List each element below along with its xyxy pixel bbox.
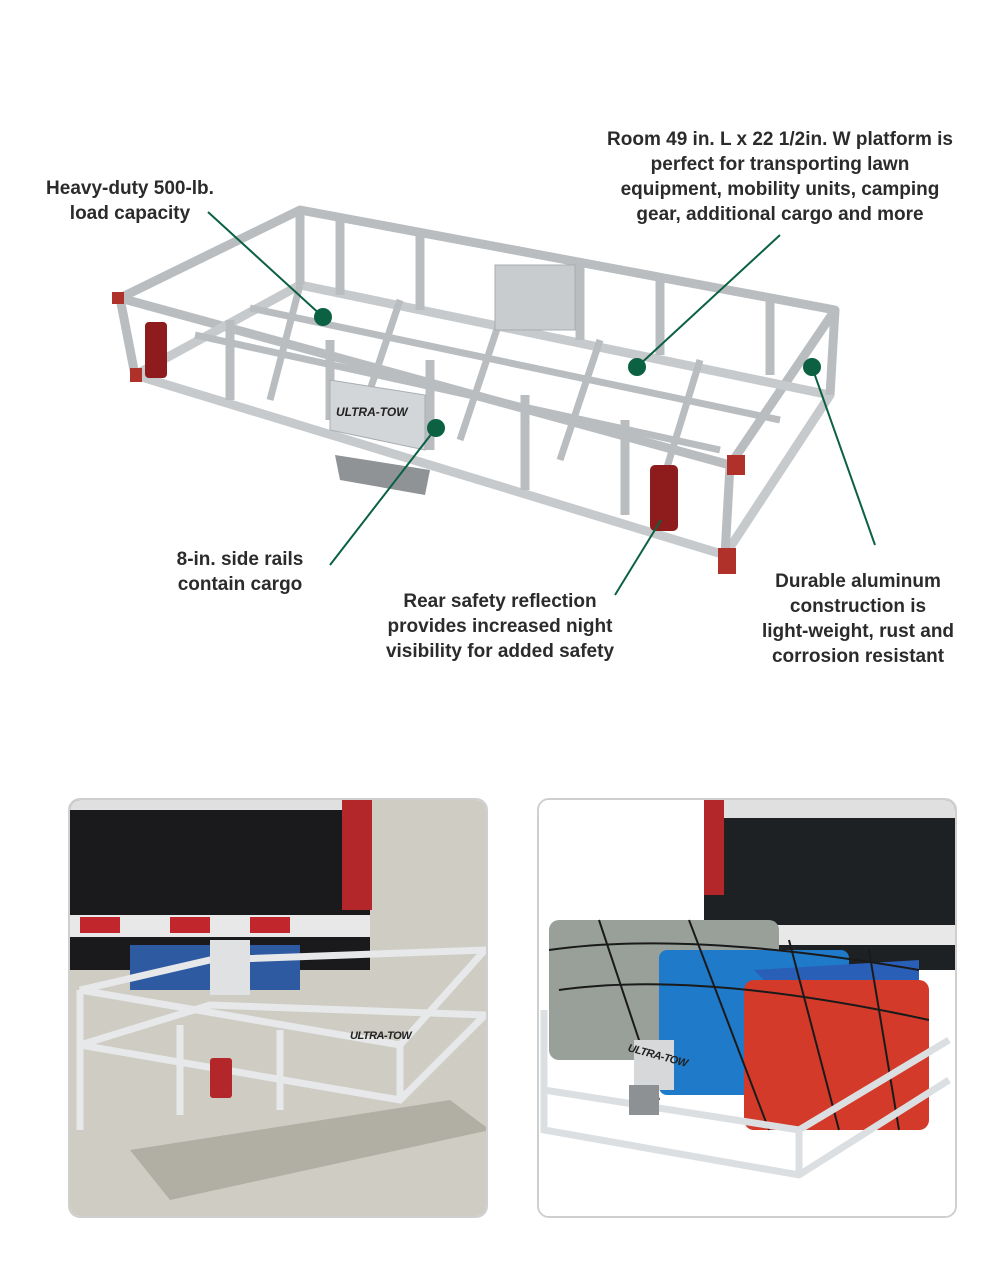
cargo-photo-illustration — [539, 800, 955, 1216]
photo-carrier-on-truck: ULTRA-TOW — [68, 798, 488, 1218]
callout-dot — [628, 358, 646, 376]
reflector — [145, 322, 167, 378]
callout-line: 8-in. side rails — [176, 549, 304, 570]
photo-carrier-with-cargo: ULTRA-TOW — [537, 798, 957, 1218]
callout-line: Rear safety reflection — [403, 591, 597, 612]
callout-lines — [207, 211, 876, 596]
callout-line: gear, additional cargo and more — [636, 204, 924, 225]
callout-line: load capacity — [69, 203, 191, 224]
logo-plate — [329, 379, 426, 451]
callout-dot — [427, 419, 445, 437]
callout-line: perfect for transporting lawn — [650, 154, 910, 175]
callout-platform-size: Room 49 in. L x 22 1/2in. W platform is … — [580, 127, 980, 227]
corner-caps — [112, 292, 745, 574]
callout-line: Room 49 in. L x 22 1/2in. W platform is — [607, 129, 953, 150]
truck-photo-illustration — [70, 800, 486, 1216]
callout-line: provides increased night — [387, 616, 613, 637]
callout-line: corrosion resistant — [771, 646, 945, 667]
hitch-plate — [494, 264, 576, 331]
callout-line: Heavy-duty 500-lb. — [46, 178, 214, 199]
callout-load-capacity: Heavy-duty 500-lb. load capacity — [30, 176, 230, 226]
callout-dot — [314, 308, 332, 326]
hitch-mount — [335, 455, 430, 495]
callout-line: light-weight, rust and — [761, 621, 955, 642]
brand-logo: ULTRA-TOW — [350, 1030, 412, 1042]
callout-line: Durable aluminum — [775, 571, 941, 592]
callout-line: construction is — [789, 596, 927, 617]
callout-line: visibility for added safety — [385, 641, 615, 662]
cargo-carrier-illustration: ULTRA-TOW — [112, 205, 876, 596]
callout-side-rails: 8-in. side rails contain cargo — [140, 547, 340, 597]
callout-line: equipment, mobility units, camping — [620, 179, 940, 200]
callout-aluminum: Durable aluminum construction is light-w… — [738, 569, 978, 669]
callout-line: contain cargo — [177, 574, 303, 595]
callout-dot — [803, 358, 821, 376]
reflector — [650, 465, 678, 531]
brand-logo: ULTRA-TOW — [336, 405, 409, 419]
callout-rear-reflection: Rear safety reflection provides increase… — [360, 589, 640, 664]
